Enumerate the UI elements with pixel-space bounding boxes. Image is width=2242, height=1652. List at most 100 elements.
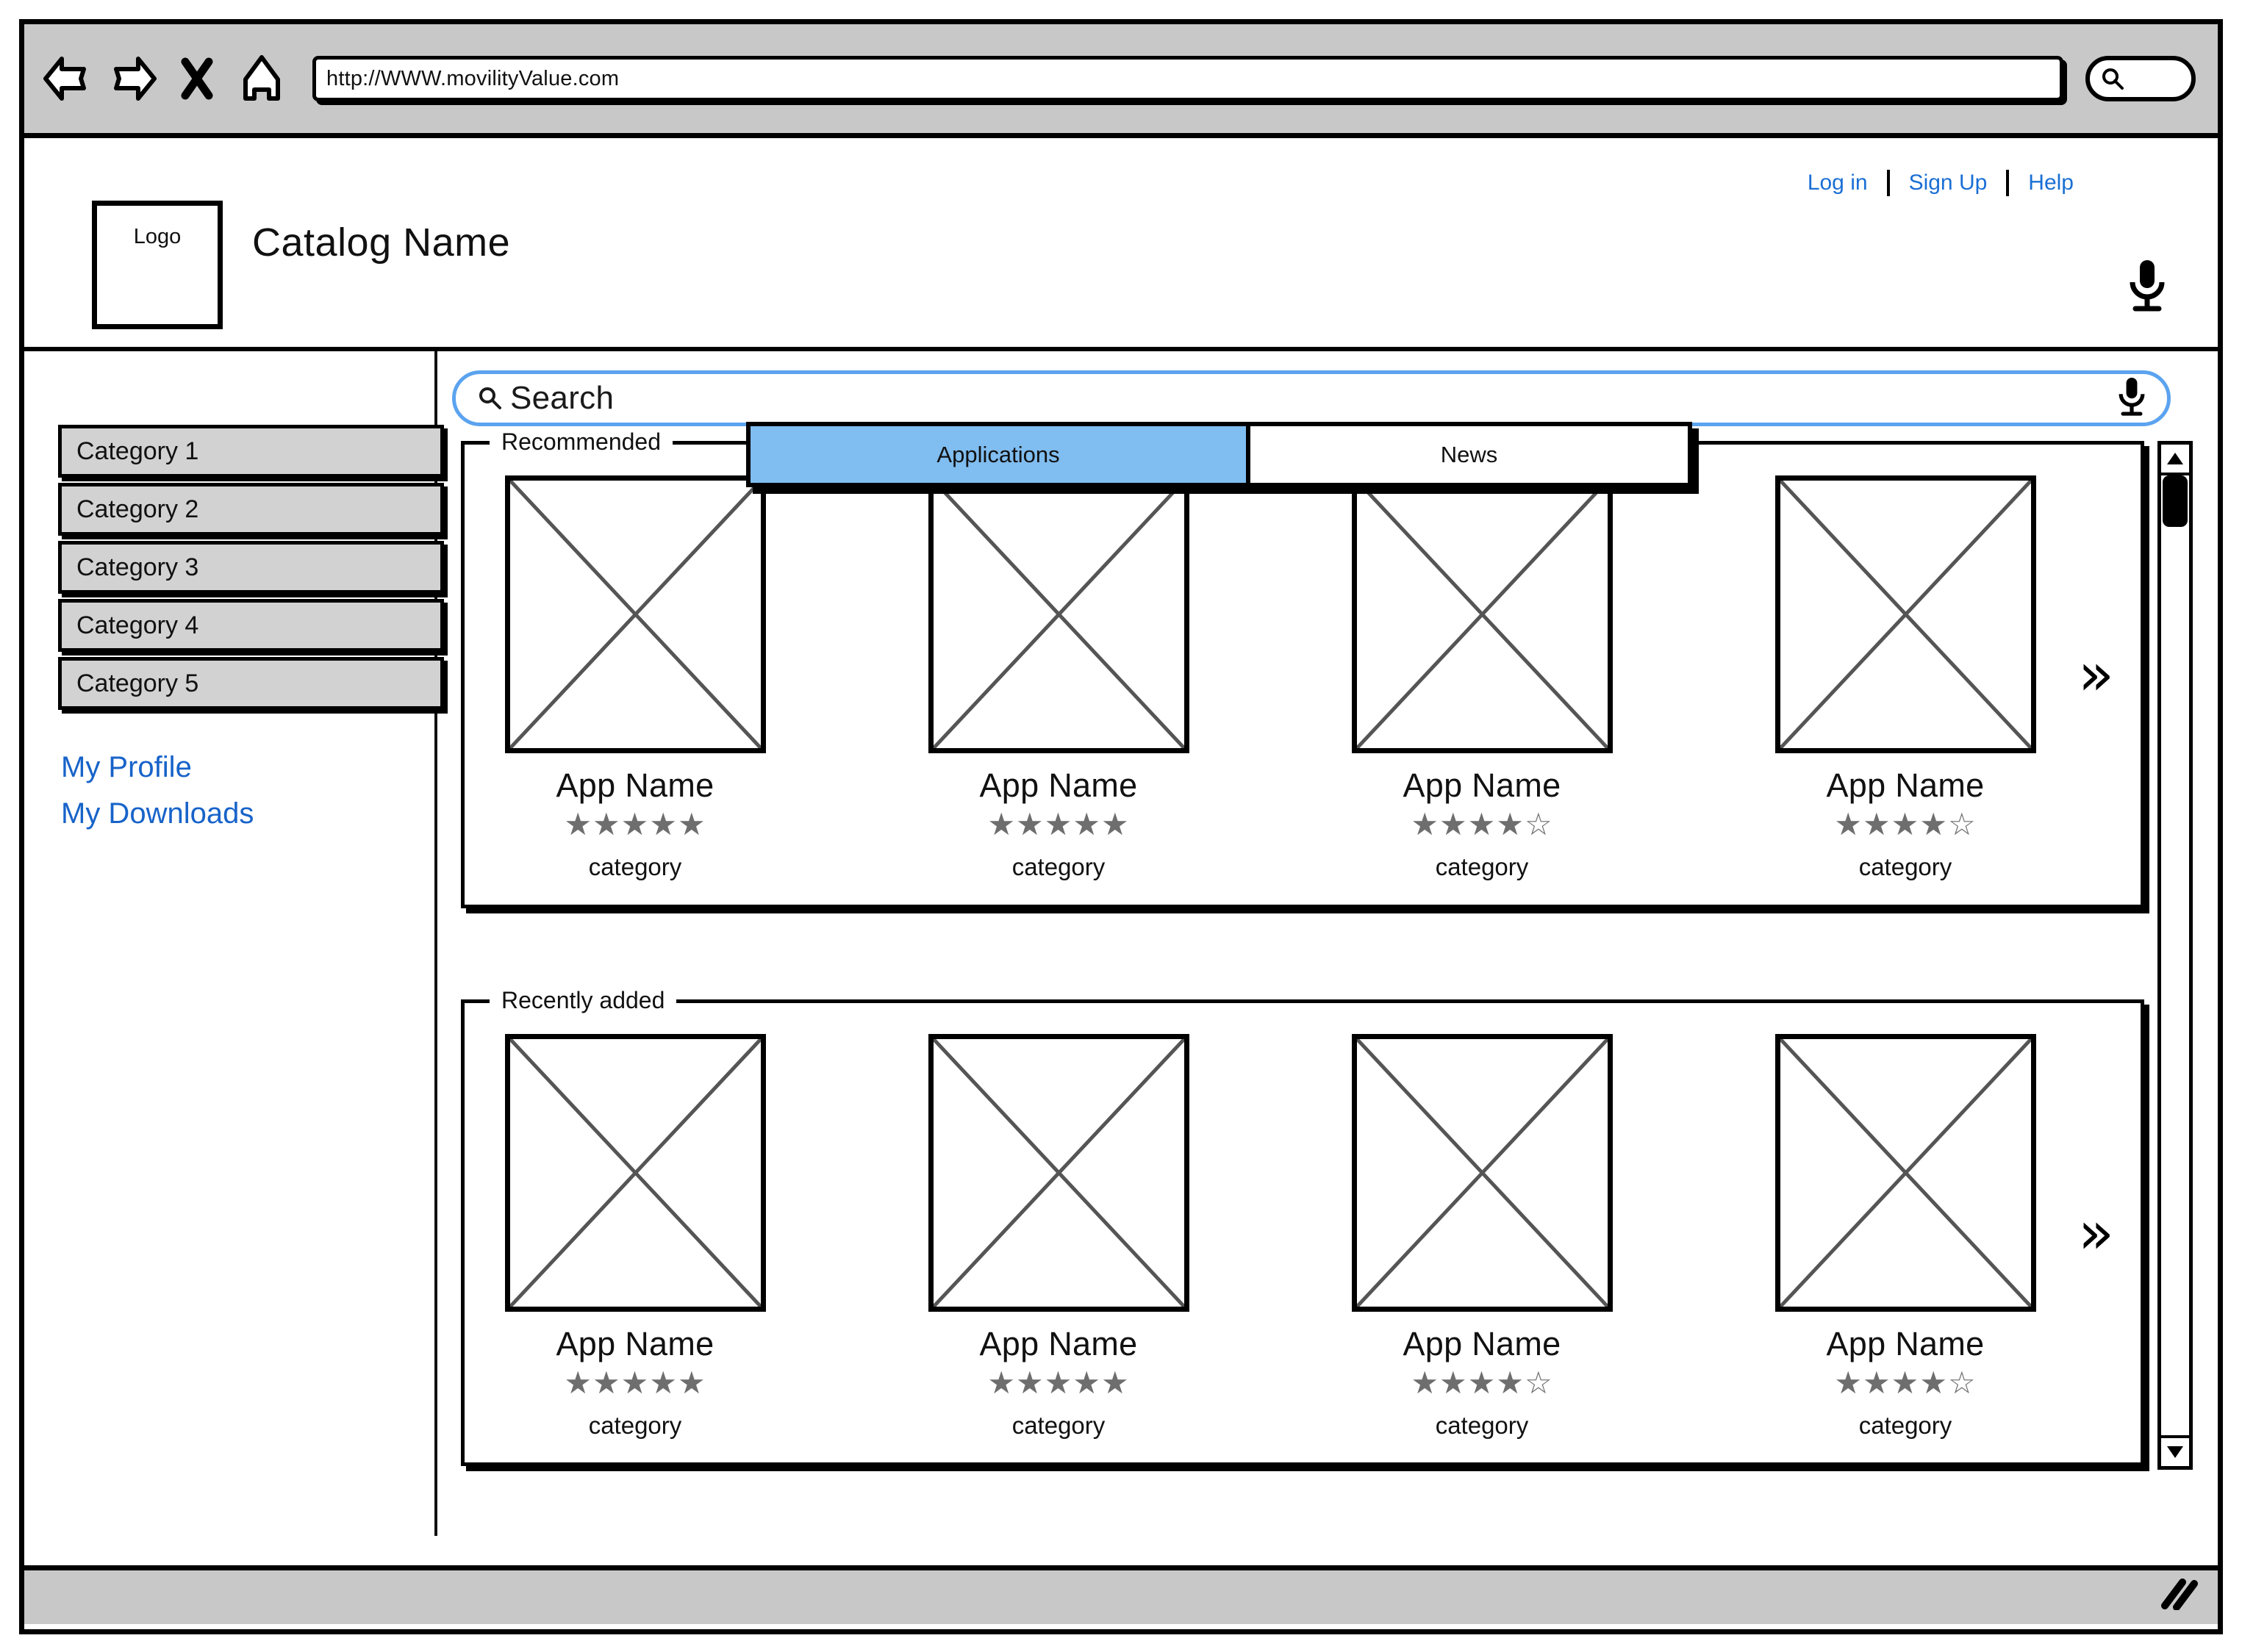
app-name: App Name bbox=[979, 766, 1138, 804]
card-row: App Name ★★★★★ category App Name ★★★★★ c… bbox=[503, 475, 2038, 881]
my-downloads-link[interactable]: My Downloads bbox=[61, 797, 254, 830]
search-icon bbox=[2102, 68, 2124, 90]
group-legend: Recommended bbox=[490, 428, 673, 456]
scrollbar-thumb[interactable] bbox=[2163, 475, 2188, 527]
close-x-icon[interactable] bbox=[170, 49, 224, 108]
star-rating: ★★★★☆ bbox=[1834, 1365, 1977, 1400]
tab-news[interactable]: News bbox=[1250, 426, 1688, 483]
app-thumbnail-placeholder bbox=[928, 1034, 1189, 1312]
app-thumbnail-placeholder bbox=[1774, 475, 2036, 753]
star-rating: ★★★★★ bbox=[564, 807, 706, 841]
login-link[interactable]: Log in bbox=[1807, 170, 1868, 195]
app-thumbnail-placeholder bbox=[1351, 475, 1613, 753]
app-category: category bbox=[588, 1412, 682, 1439]
search-placeholder: Search bbox=[510, 380, 615, 416]
sidebar-item-label: Category 5 bbox=[76, 669, 199, 697]
app-card[interactable]: App Name ★★★★★ category bbox=[503, 475, 767, 881]
search-input[interactable]: Search bbox=[452, 370, 2171, 426]
app-card[interactable]: App Name ★★★★☆ category bbox=[1773, 1034, 2038, 1440]
app-thumbnail-placeholder bbox=[928, 475, 1189, 753]
search-icon bbox=[479, 387, 501, 409]
microphone-icon[interactable] bbox=[2127, 257, 2168, 318]
my-profile-link[interactable]: My Profile bbox=[61, 751, 192, 783]
header-nav-links: Log in Sign Up Help bbox=[1788, 170, 2093, 196]
site-header: Logo Catalog Name Log in Sign Up Help bbox=[24, 138, 2218, 487]
sidebar-divider bbox=[434, 351, 437, 1536]
sidebar-item-label: Category 2 bbox=[76, 495, 199, 523]
app-card[interactable]: App Name ★★★★★ category bbox=[503, 1034, 767, 1440]
logo-block: Logo Catalog Name bbox=[92, 201, 510, 329]
app-category: category bbox=[1011, 853, 1106, 880]
app-name: App Name bbox=[556, 1325, 714, 1362]
url-text: http://WWW.movilityValue.com bbox=[326, 66, 620, 90]
signup-link[interactable]: Sign Up bbox=[1908, 170, 1988, 195]
sidebar-item-label: Category 3 bbox=[76, 553, 199, 581]
app-category: category bbox=[1858, 853, 1952, 880]
sidebar-item-category-4[interactable]: Category 4 bbox=[58, 599, 444, 652]
app-thumbnail-placeholder bbox=[1351, 1034, 1613, 1312]
app-thumbnail-placeholder bbox=[1774, 1034, 2036, 1312]
page-title: Catalog Name bbox=[252, 220, 511, 265]
sidebar: Category 1 Category 2 Category 3 Categor… bbox=[58, 425, 444, 844]
sidebar-item-label: Category 4 bbox=[76, 611, 199, 639]
back-arrow-icon[interactable] bbox=[40, 49, 95, 108]
app-name: App Name bbox=[1403, 766, 1561, 804]
sidebar-item-label: Category 1 bbox=[76, 437, 199, 465]
triangle-up-icon[interactable] bbox=[2161, 445, 2189, 475]
app-name: App Name bbox=[556, 766, 714, 804]
sidebar-item-category-1[interactable]: Category 1 bbox=[58, 425, 444, 478]
app-name: App Name bbox=[1826, 766, 1985, 804]
forward-arrow-icon[interactable] bbox=[105, 49, 160, 108]
double-chevron-right-icon[interactable]: » bbox=[2078, 1198, 2114, 1267]
tab-applications[interactable]: Applications bbox=[751, 426, 1250, 483]
app-card[interactable]: App Name ★★★★☆ category bbox=[1773, 475, 2038, 881]
sidebar-item-category-2[interactable]: Category 2 bbox=[58, 483, 444, 536]
app-name: App Name bbox=[1403, 1325, 1561, 1362]
group-recently-added: Recently added App Name ★★★★★ category bbox=[461, 987, 2144, 1466]
resize-grip-icon[interactable] bbox=[2157, 1576, 2199, 1614]
nav-separator bbox=[2006, 170, 2010, 196]
group-legend: Recently added bbox=[490, 987, 677, 1014]
help-link[interactable]: Help bbox=[2028, 170, 2074, 195]
star-rating: ★★★★☆ bbox=[1834, 807, 1977, 841]
app-thumbnail-placeholder bbox=[504, 475, 766, 753]
microphone-icon[interactable] bbox=[2116, 376, 2148, 422]
star-rating: ★★★★★ bbox=[564, 1365, 706, 1400]
star-rating: ★★★★★ bbox=[987, 1365, 1130, 1400]
sidebar-item-category-3[interactable]: Category 3 bbox=[58, 541, 444, 594]
body-region: Search Category 1 Category 2 bbox=[24, 351, 2218, 1620]
tab-bar: Applications News bbox=[746, 422, 1692, 487]
page-content: Logo Catalog Name Log in Sign Up Help bbox=[24, 138, 2218, 1624]
app-card[interactable]: App Name ★★★★☆ category bbox=[1350, 475, 1614, 881]
app-card[interactable]: App Name ★★★★★ category bbox=[926, 1034, 1191, 1440]
nav-separator bbox=[1886, 170, 1890, 196]
app-name: App Name bbox=[979, 1325, 1138, 1362]
vertical-scrollbar[interactable] bbox=[2157, 441, 2193, 1470]
star-rating: ★★★★☆ bbox=[1411, 1365, 1553, 1400]
star-rating: ★★★★★ bbox=[987, 807, 1130, 841]
app-category: category bbox=[588, 853, 682, 880]
logo-placeholder[interactable]: Logo bbox=[92, 201, 223, 329]
app-card[interactable]: App Name ★★★★☆ category bbox=[1350, 1034, 1614, 1440]
scrollbar-track[interactable] bbox=[2161, 475, 2189, 1435]
status-bar bbox=[24, 1565, 2218, 1624]
group-recommended: Recommended App Name ★★★★★ category bbox=[461, 428, 2144, 908]
browser-toolbar: http://WWW.movilityValue.com bbox=[24, 24, 2218, 138]
app-category: category bbox=[1011, 1412, 1106, 1439]
app-card[interactable]: App Name ★★★★★ category bbox=[926, 475, 1191, 881]
app-category: category bbox=[1858, 1412, 1952, 1439]
sidebar-item-category-5[interactable]: Category 5 bbox=[58, 657, 444, 710]
browser-search-field[interactable] bbox=[2085, 56, 2196, 101]
card-row: App Name ★★★★★ category App Name ★★★★★ c… bbox=[503, 1034, 2038, 1440]
app-category: category bbox=[1435, 1412, 1529, 1439]
browser-window: http://WWW.movilityValue.com Logo Catalo… bbox=[19, 19, 2223, 1634]
logo-label: Logo bbox=[133, 225, 182, 248]
app-name: App Name bbox=[1826, 1325, 1985, 1362]
triangle-down-icon[interactable] bbox=[2161, 1435, 2189, 1466]
app-category: category bbox=[1435, 853, 1529, 880]
url-bar[interactable]: http://WWW.movilityValue.com bbox=[312, 56, 2063, 101]
app-thumbnail-placeholder bbox=[504, 1034, 766, 1312]
double-chevron-right-icon[interactable]: » bbox=[2078, 640, 2114, 708]
star-rating: ★★★★☆ bbox=[1411, 807, 1553, 841]
home-icon[interactable] bbox=[234, 49, 289, 108]
